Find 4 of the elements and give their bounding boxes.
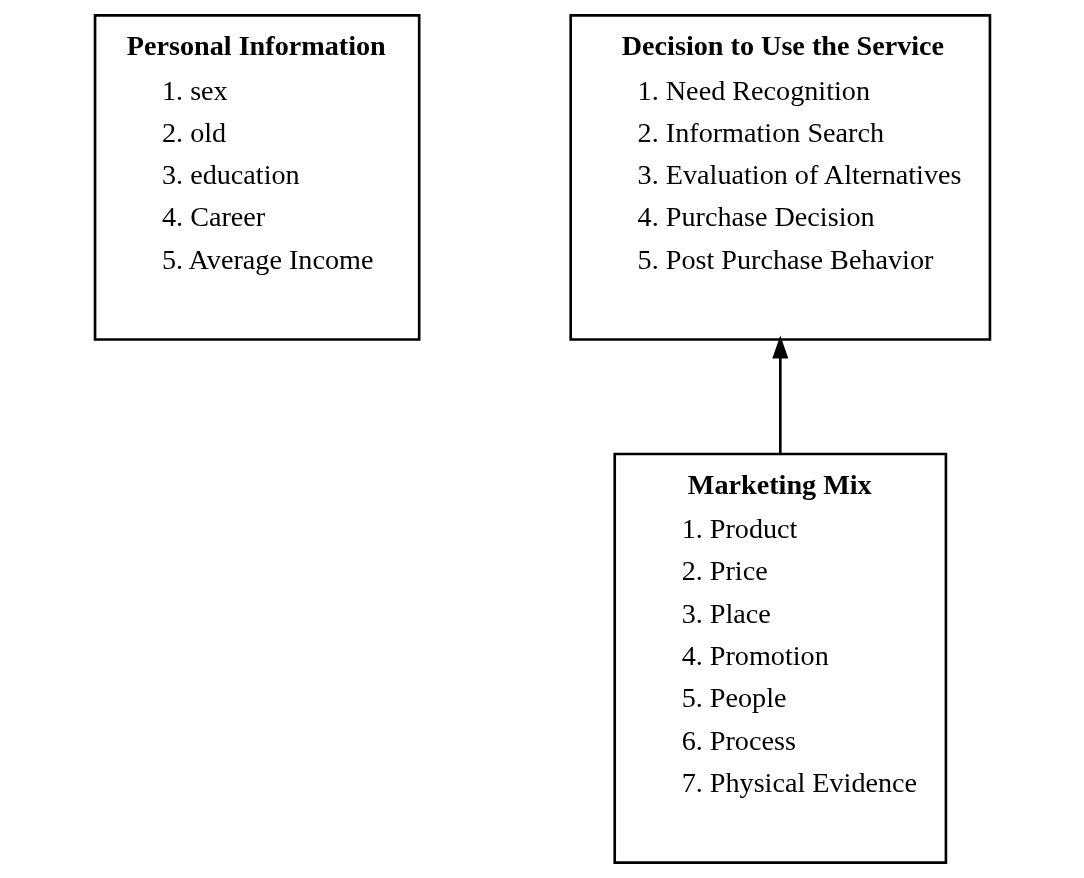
node-box: Marketing Mix 1. Product 2. Price 3. Place 4. Promotion 5. People 6. Process 7. Physical Evidence: [612, 452, 947, 864]
arrow: [771, 335, 788, 454]
node-box: Personal Information 1. sex 2. old 3. education 4. Career 5. Average Income: [93, 14, 420, 341]
node-box: Decision to Use the Service 1. Need Recognition 2. Information Search 3. Evaluation of Alternatives 4. Purchase Decision 5. Post Purchase Behavior: [568, 14, 991, 341]
